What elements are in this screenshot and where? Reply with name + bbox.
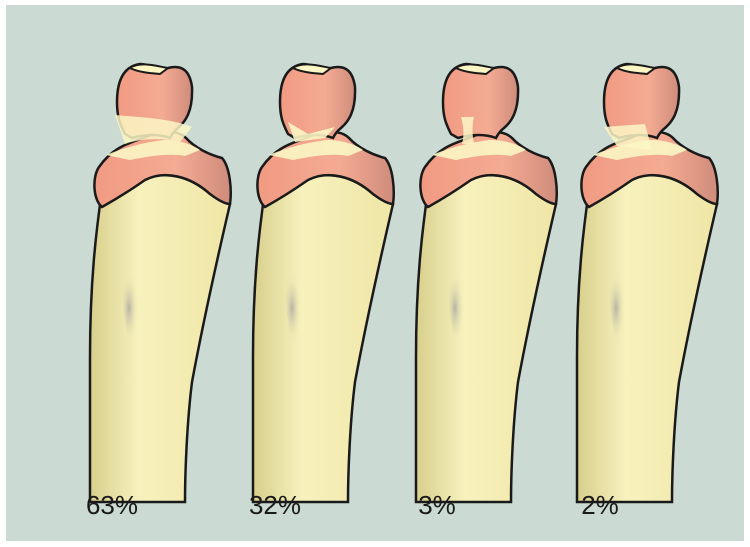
bone-figure-3 <box>416 64 557 502</box>
bone-figure-4 <box>577 64 718 502</box>
percent-label-4: 2% <box>540 490 660 521</box>
bone-figure-2 <box>253 64 394 502</box>
bone-figure-1 <box>90 64 231 502</box>
percent-label-3: 3% <box>377 490 497 521</box>
percent-label-2: 32% <box>215 490 335 521</box>
percent-label-1: 63% <box>52 490 172 521</box>
